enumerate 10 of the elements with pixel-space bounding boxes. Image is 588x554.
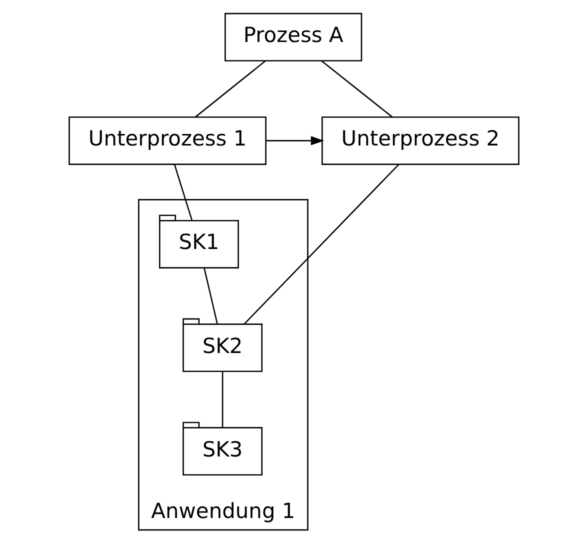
connector: [174, 164, 193, 221]
node-box: Unterprozess 2: [322, 116, 520, 165]
connector: [244, 164, 399, 324]
node-box: Prozess A: [224, 12, 362, 62]
connector: [222, 371, 224, 428]
connector: [321, 60, 393, 118]
connector: [194, 60, 266, 118]
connector: [204, 268, 218, 324]
node-box: Unterprozess 1: [68, 116, 266, 165]
arrow: [266, 136, 324, 146]
